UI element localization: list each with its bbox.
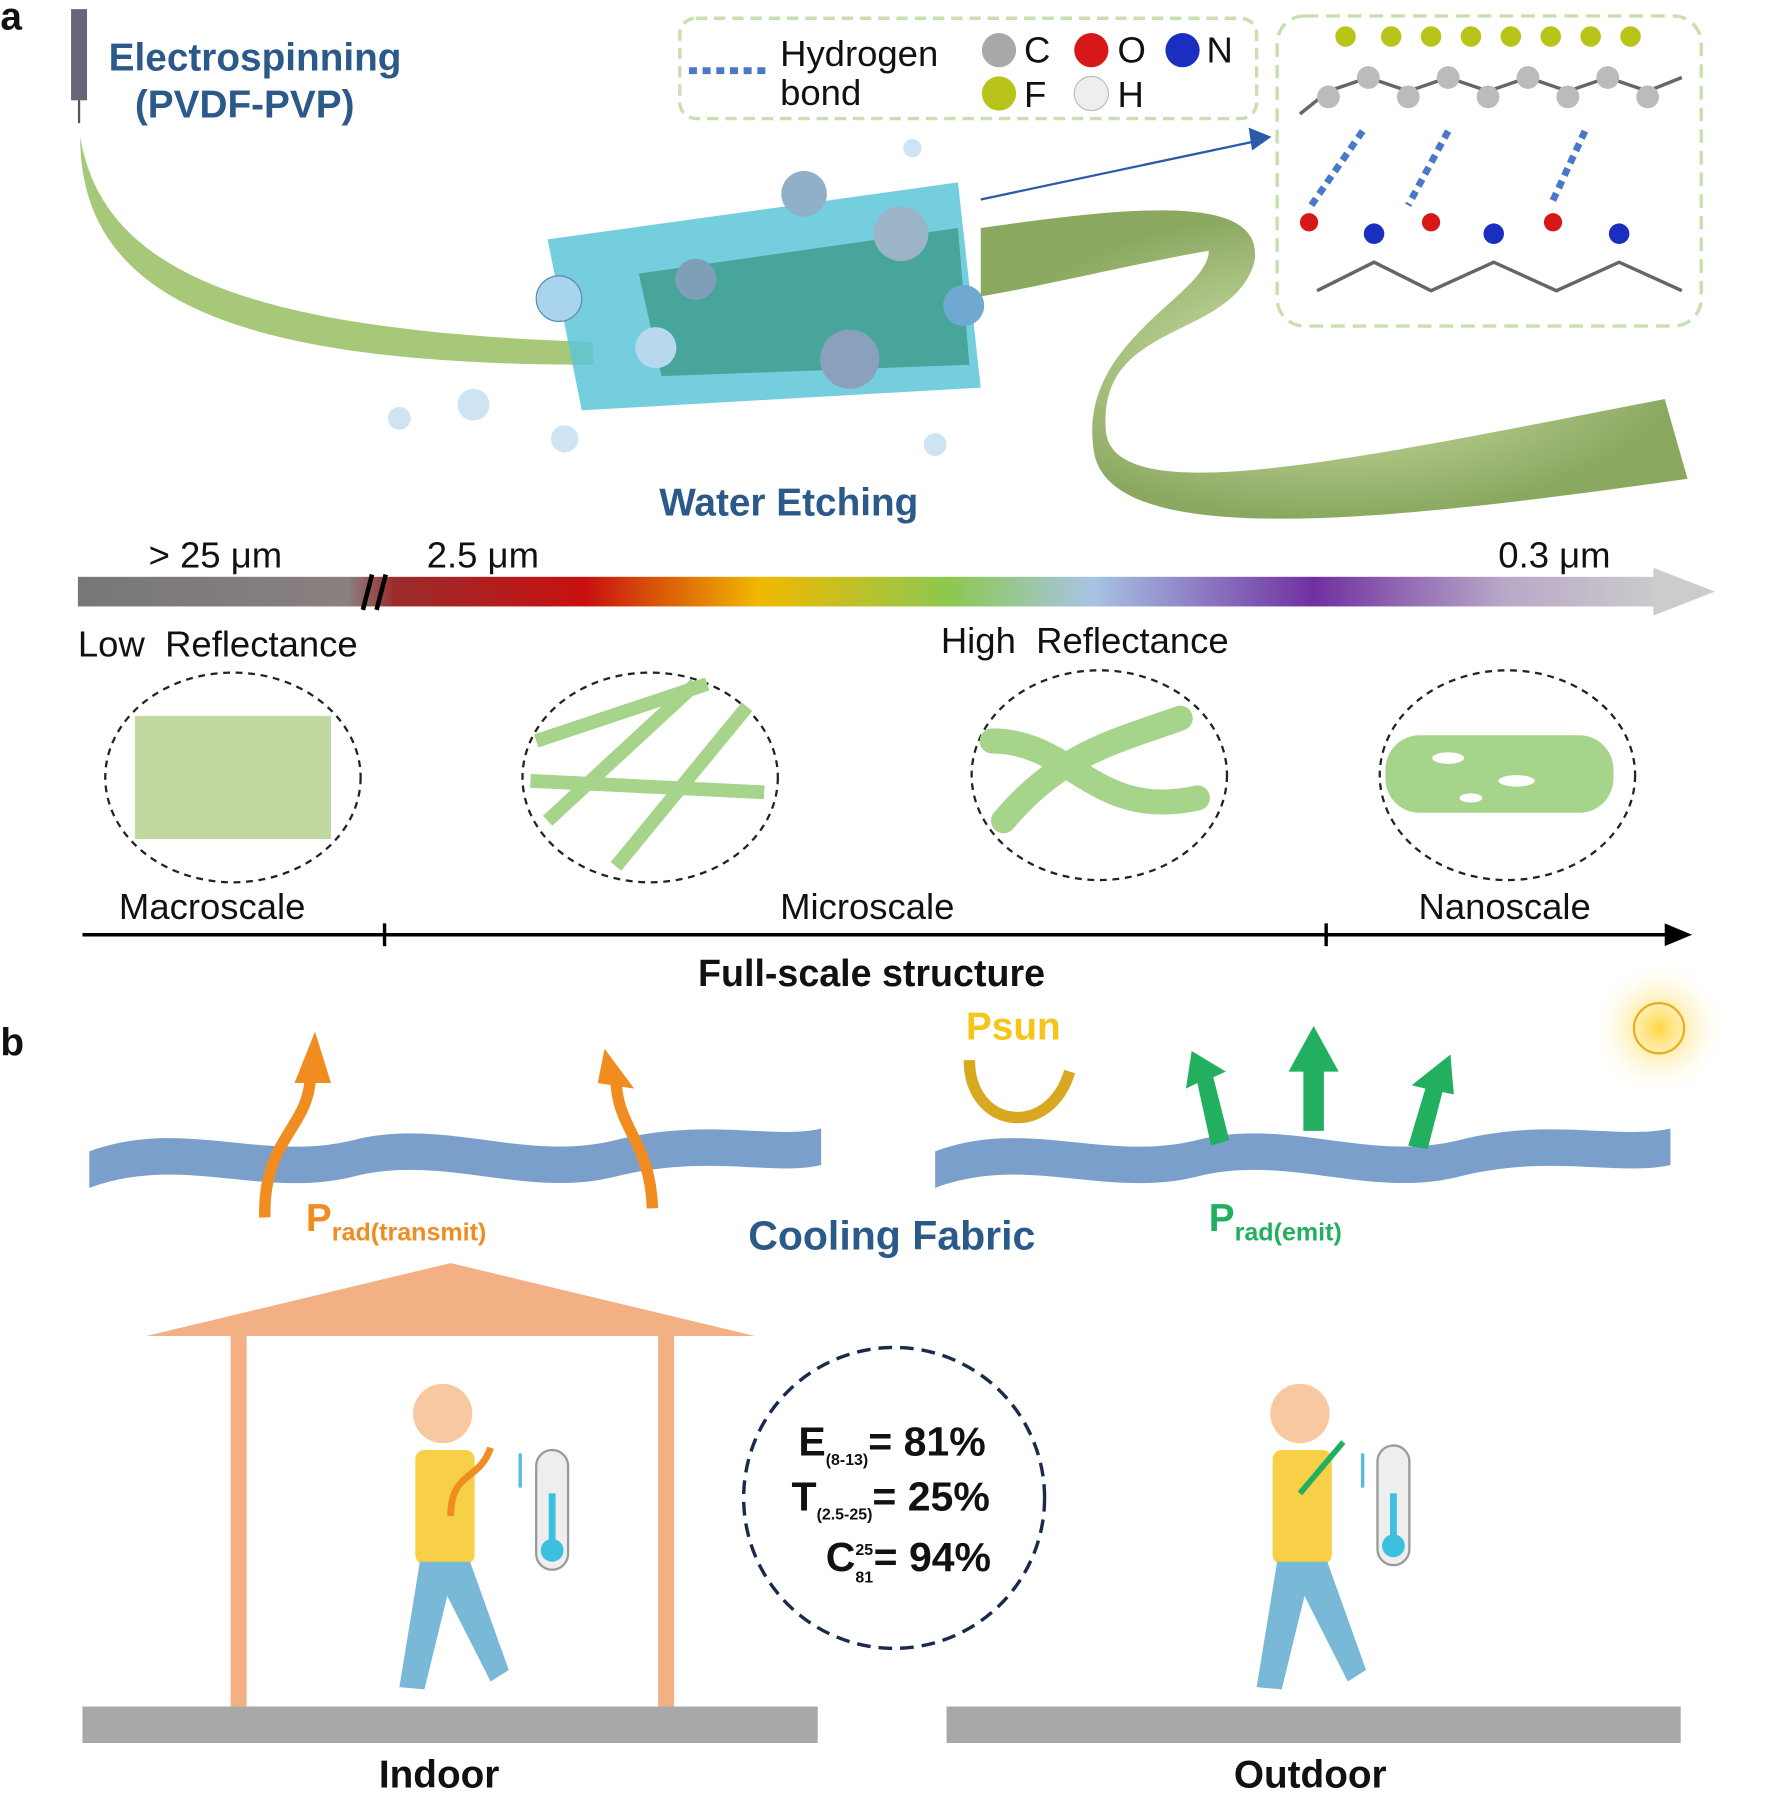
t-value: = 25%: [872, 1473, 989, 1519]
fabric-wave-right: [935, 1128, 1671, 1188]
psun-label: Psun: [966, 1006, 1061, 1049]
hydrogen-atom-icon: [1073, 75, 1110, 112]
nitrogen-atom-icon: [1165, 33, 1200, 68]
sun-icon: [1590, 959, 1728, 1097]
atom-legend: Hydrogen bond C O N F H: [678, 16, 1259, 121]
atom-label-c: C: [1024, 30, 1050, 71]
atom-label-o: O: [1118, 30, 1146, 71]
carbon-atom-icon: [981, 33, 1017, 68]
panel-b-letter: b: [0, 1022, 24, 1065]
scale-label-gt25um: > 25 μm: [149, 535, 283, 576]
spectrum-bar: [77, 576, 1663, 607]
porous-fiber: [980, 210, 1688, 519]
outdoor-label: Outdoor: [1234, 1753, 1387, 1796]
sun-reflect-arrow-icon: [963, 1059, 1076, 1124]
e-value: = 81%: [868, 1419, 985, 1465]
metrics: E(8-13)= 81% T(2.5-25)= 25% C25 81= 94%: [792, 1419, 992, 1587]
cooling-metric: C25 81= 94%: [826, 1534, 991, 1586]
e-subscript: (8-13): [826, 1452, 869, 1469]
electrospinning-sub-label: (PVDF-PVP): [135, 83, 355, 126]
curved-fibers-icon: [979, 705, 1210, 834]
spectrum-arrowhead-icon: [1653, 567, 1715, 616]
water-etching-block: [387, 139, 985, 456]
fluorine-atom-icon: [981, 76, 1017, 111]
scale-axis-arrowhead-icon: [1664, 923, 1693, 947]
emit-arrow-icon: [1185, 1025, 1454, 1150]
axis-break-icon: [360, 573, 388, 611]
atom-label-n: N: [1206, 30, 1232, 71]
water-etching-label: Water Etching: [659, 481, 918, 524]
transmit-arrow-icon: [259, 1076, 659, 1218]
emissivity-metric: E(8-13)= 81%: [798, 1419, 985, 1469]
transmittance-metric: T(2.5-25)= 25%: [792, 1473, 990, 1523]
porous-fiber-icon: [1385, 735, 1614, 813]
prad-emit-main: P: [1209, 1197, 1235, 1240]
low-reflectance-label: Low Reflectance: [78, 624, 358, 665]
indoor-label: Indoor: [379, 1753, 500, 1796]
full-scale-structure-title: Full-scale structure: [698, 952, 1045, 994]
scale-illustrations: [104, 669, 1637, 884]
scale-label-2-5um: 2.5 μm: [427, 535, 539, 576]
crossed-fibers-icon: [530, 677, 765, 871]
c-symbol: C: [826, 1534, 856, 1580]
scale-axis: [82, 923, 1671, 947]
c-value: = 94%: [874, 1534, 991, 1580]
indoor-house: [146, 1263, 756, 1707]
indoor-ground: [82, 1706, 818, 1744]
metrics-circle: [741, 1345, 1047, 1651]
outdoor-person-icon: [1256, 1383, 1367, 1690]
outdoor-ground: [946, 1706, 1681, 1744]
transmit-arrowhead-icon: [294, 1031, 635, 1089]
prad-transmit-main: P: [306, 1197, 332, 1240]
nanoscale-label: Nanoscale: [1419, 886, 1591, 927]
c-superscript: 25: [855, 1542, 873, 1559]
panel-a-letter: a: [0, 0, 22, 39]
t-subscript: (2.5-25): [817, 1507, 873, 1524]
molecular-structure: [1275, 14, 1703, 328]
microscale-label: Microscale: [780, 886, 954, 927]
prad-transmit-sub: rad(transmit): [332, 1218, 487, 1246]
scale-label-0-3um: 0.3 μm: [1498, 535, 1610, 576]
atom-label-f: F: [1024, 74, 1046, 115]
syringe-icon: [71, 9, 88, 124]
c-subscript: 81: [855, 1569, 873, 1586]
hbond-label-1: Hydrogen: [780, 33, 938, 74]
prad-emit-sub: rad(emit): [1235, 1218, 1342, 1246]
hbond-label-2: bond: [780, 72, 861, 113]
high-reflectance-label: High Reflectance: [941, 620, 1229, 661]
zoom-arrowhead-icon: [1248, 127, 1272, 151]
fiber-mat-icon: [134, 715, 331, 840]
macroscale-label: Macroscale: [119, 886, 305, 927]
cooling-fabric-label: Cooling Fabric: [748, 1212, 1035, 1258]
prad-emit-label: Prad(emit): [1209, 1197, 1342, 1246]
oxygen-atom-icon: [1074, 33, 1109, 68]
fiber-ribbon: [80, 136, 594, 365]
indoor-person-icon: [399, 1383, 509, 1690]
electrospinning-label: Electrospinning: [109, 37, 402, 80]
t-symbol: T: [792, 1473, 817, 1519]
e-symbol: E: [798, 1419, 825, 1465]
atom-label-h: H: [1118, 74, 1144, 115]
zoom-arrow: [980, 137, 1266, 201]
prad-transmit-label: Prad(transmit): [306, 1197, 486, 1246]
outdoor-thermometer-icon: [1360, 1444, 1411, 1567]
indoor-thermometer-icon: [518, 1448, 570, 1571]
fabric-wave-left: [89, 1128, 822, 1188]
